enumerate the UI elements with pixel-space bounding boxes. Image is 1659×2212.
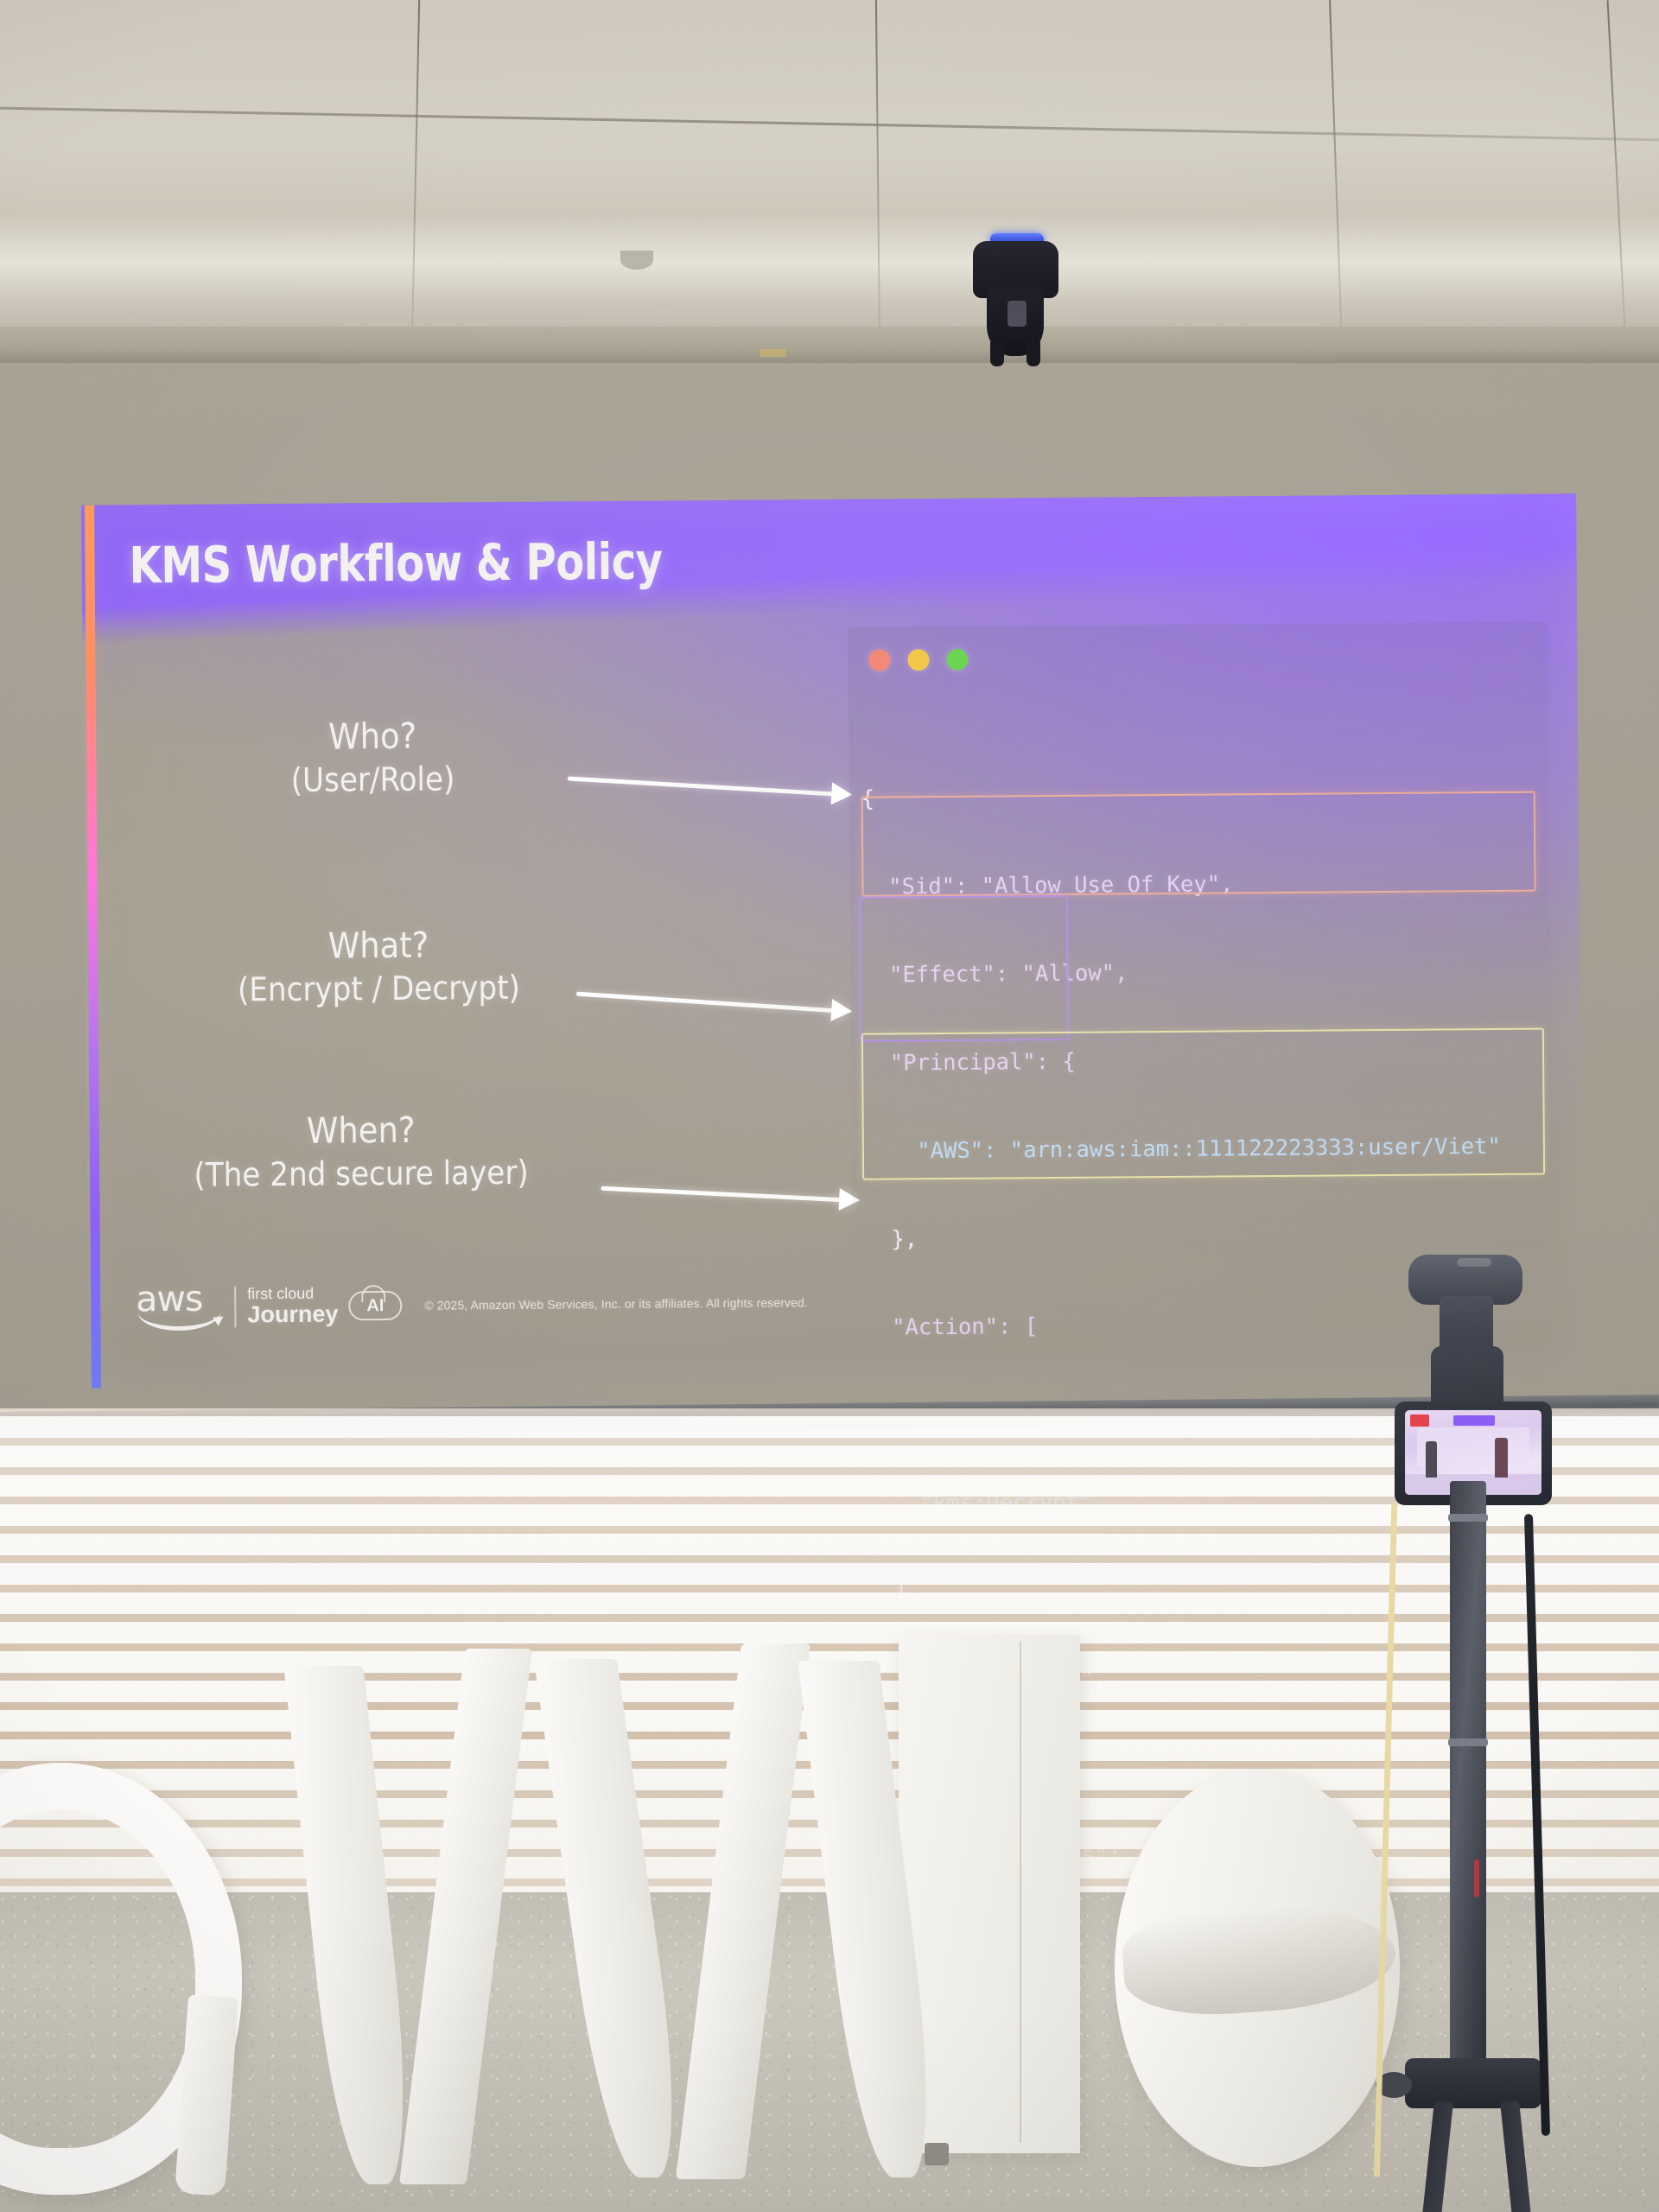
maximize-dot-icon[interactable] [946,648,969,671]
preview-person [1426,1441,1437,1478]
annotation-what: What? (Encrypt / Decrypt) [137,921,621,1012]
ceiling-grid-line [1606,0,1627,346]
code-line: "Sid": "Allow Use Of Key", [888,871,1234,900]
close-dot-icon[interactable] [868,649,891,671]
clamp-knob-icon[interactable] [1376,2072,1412,2098]
projection-screen: KMS Workflow & Policy Who? (User/Role) W… [81,493,1583,2212]
slide-footer: aws first cloud Journey AI © 2025, Amazo… [136,1277,808,1332]
tripod-leg [1382,2100,1453,2212]
annotation-question: What? [327,924,429,967]
panel-caster-icon [925,2143,949,2165]
annotation-who: Who? (User/Role) [187,712,559,802]
record-indicator-icon [1410,1414,1429,1427]
slide: KMS Workflow & Policy Who? (User/Role) W… [81,493,1583,2212]
ceiling [0,0,1659,346]
code-line: }, [891,1226,918,1253]
ceiling-grid-line [1329,0,1343,346]
arrow-icon [567,766,854,806]
wall-sticker [760,349,786,357]
tripod-leg [1500,2100,1572,2212]
camera-preview-screen[interactable] [1405,1410,1541,1495]
preview-slide-banner [1453,1415,1495,1426]
ai-cloud-badge-icon: AI [348,1290,403,1321]
aws-logo-icon: aws [136,1277,226,1332]
code-window: { "Sid": "Allow Use Of Key", "Effect": "… [848,621,1553,2212]
divider [234,1286,237,1328]
code-line: "Effect": "Allow", [888,960,1128,988]
annotation-question: Who? [327,715,417,758]
minimize-dot-icon[interactable] [907,649,930,671]
program-name: first cloud Journey [247,1285,339,1328]
annotation-question: When? [306,1109,416,1152]
arrow-icon [601,1177,861,1212]
aws-swoosh-icon [137,1311,221,1332]
annotation-detail: (User/Role) [290,760,455,800]
ai-badge-label: AI [366,1295,385,1315]
ceiling-grid-line [410,0,421,346]
window-controls [868,648,969,671]
strap [1523,1514,1551,2136]
tripod-clamp[interactable] [1405,2058,1541,2108]
code-line: { [861,785,875,812]
page-title: KMS Workflow & Policy [129,531,663,595]
program-line-2: Journey [247,1300,339,1328]
room-divider-panel [899,1635,1080,2153]
wall-soffit [0,327,1659,366]
slide-accent-stripe [85,505,102,1389]
tripod-pole [1450,1481,1486,2077]
camera-rig [1370,1255,1612,2212]
aws-wordmark: aws [136,1277,203,1320]
room-lower-area [0,1408,1659,2212]
annotation-detail: (Encrypt / Decrypt) [237,969,521,1009]
code-line: "AWS": "arn:aws:iam::111122223333:user/V… [917,1133,1501,1165]
ceiling-sensor-icon [968,233,1063,380]
ceiling-grid-line [874,0,881,346]
ceiling-vent [620,251,653,270]
code-line: "Principal": { [889,1048,1076,1077]
annotation-when: When? (The 2nd secure layer) [102,1106,621,1198]
copyright-text: © 2025, Amazon Web Services, Inc. or its… [424,1295,808,1313]
annotation-detail: (The 2nd secure layer) [194,1154,529,1195]
ceiling-grid-line [0,106,1659,142]
preview-person [1495,1438,1508,1478]
